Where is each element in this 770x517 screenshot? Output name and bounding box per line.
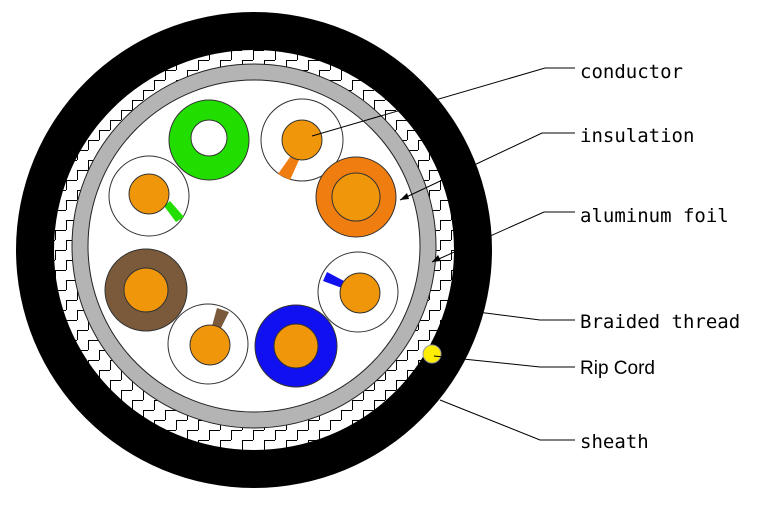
label-sheath: sheath bbox=[580, 431, 649, 453]
wire-green-stripe bbox=[108, 155, 190, 237]
label-aluminum-foil: aluminum foil bbox=[580, 205, 729, 227]
leader-sheath bbox=[439, 399, 575, 441]
wire-blue-stripe bbox=[317, 251, 399, 333]
wire-orange-stripe bbox=[260, 98, 344, 182]
leader-insulation bbox=[399, 132, 575, 201]
label-conductor: conductor bbox=[580, 61, 683, 83]
wire-green-solid bbox=[168, 99, 250, 181]
leader-rip-cord bbox=[433, 355, 575, 368]
label-insulation: insulation bbox=[580, 125, 695, 147]
arrow-insulation bbox=[400, 193, 409, 200]
core-area bbox=[87, 79, 421, 413]
wire-brown-stripe bbox=[167, 303, 249, 385]
wire-blue-solid bbox=[254, 304, 338, 388]
leader-braided-thread bbox=[445, 307, 575, 321]
label-braided-thread: Braided thread bbox=[580, 311, 741, 333]
label-rip-cord: Rip Cord bbox=[580, 358, 655, 379]
wire-orange-solid bbox=[315, 156, 397, 238]
rip-cord bbox=[422, 344, 442, 364]
arrow-aluminum-foil bbox=[432, 255, 441, 262]
wire-brown-solid bbox=[104, 248, 188, 332]
leader-conductor bbox=[311, 67, 575, 137]
leader-aluminum-foil bbox=[431, 211, 575, 263]
